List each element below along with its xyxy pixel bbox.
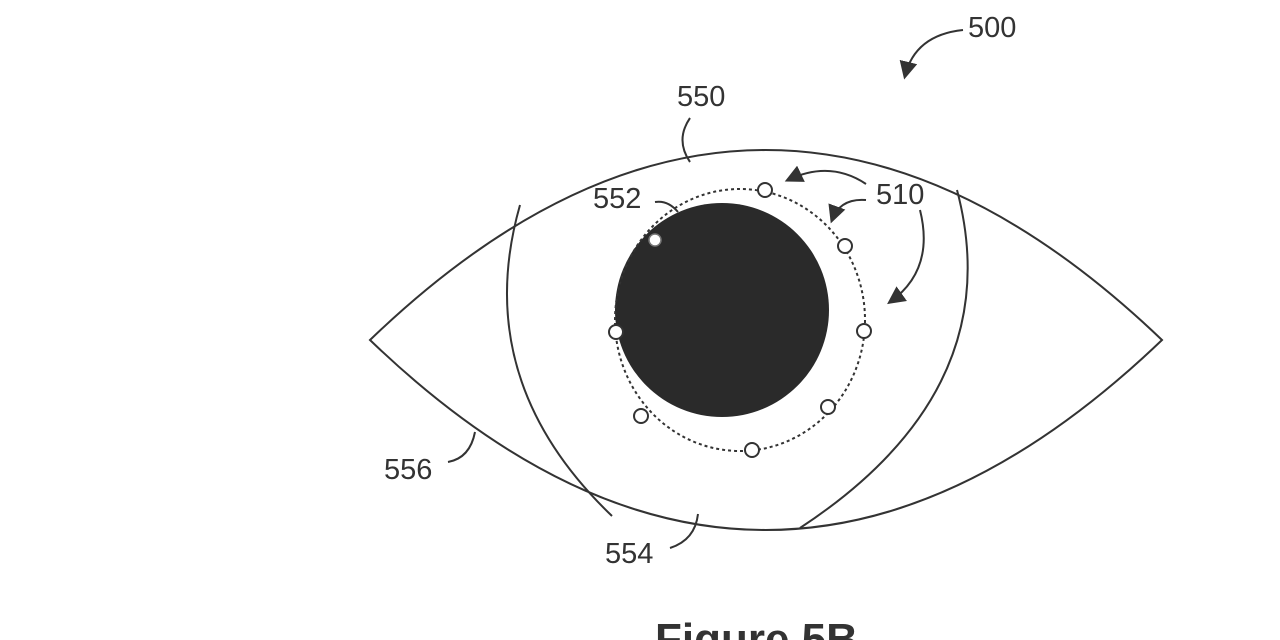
leader-510-c: [887, 209, 925, 305]
label-500: 500: [968, 12, 1016, 44]
marker-ring: [614, 188, 866, 452]
marker: [757, 182, 773, 198]
label-510: 510: [876, 179, 924, 211]
figure-caption: Figure 5B: [655, 615, 858, 640]
iris-left-edge: [505, 204, 613, 517]
iris-right-edge: [799, 189, 969, 529]
marker: [820, 399, 836, 415]
leader-550: [681, 117, 691, 163]
marker: [856, 323, 872, 339]
label-552: 552: [593, 183, 641, 215]
eye-outline: [368, 149, 1164, 531]
pupil: [615, 203, 829, 417]
marker: [837, 238, 853, 254]
leader-510-b: [828, 198, 867, 224]
markers: [608, 182, 872, 458]
marker: [633, 408, 649, 424]
marker: [744, 442, 760, 458]
glint: [648, 233, 662, 247]
leader-554: [669, 513, 699, 549]
leader-556: [447, 431, 476, 463]
leader-552: [654, 200, 679, 213]
label-550: 550: [677, 81, 725, 113]
leader-510-a: [784, 165, 867, 185]
leader-500: [899, 29, 964, 80]
label-554: 554: [605, 538, 653, 570]
label-556: 556: [384, 454, 432, 486]
marker: [608, 324, 624, 340]
